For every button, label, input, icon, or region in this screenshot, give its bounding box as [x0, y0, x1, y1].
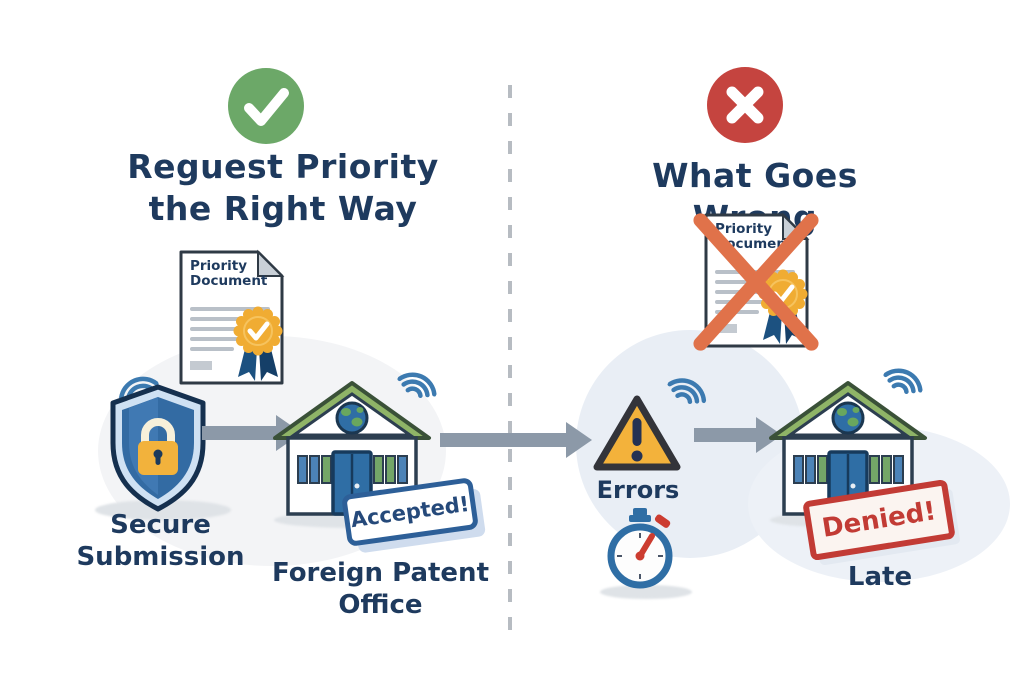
secure-shield-lock-icon	[110, 384, 206, 512]
left-title-line2: the Right Way	[148, 189, 418, 229]
left-title-line1: Reguest Priority	[127, 147, 439, 186]
left-title: Reguest Priority the Right Way	[118, 146, 448, 230]
priority-document-left: Priority Document	[178, 249, 285, 386]
stopwatch-shadow	[600, 585, 692, 599]
late-label: Late	[847, 562, 913, 592]
arrow-icon-center	[440, 422, 592, 458]
foreign-patent-office-label: Foreign Patent Office	[271, 558, 489, 620]
warning-triangle-icon	[593, 395, 681, 471]
arrow-icon-right	[694, 417, 782, 453]
secure-submission-label: Secure Submission	[76, 510, 245, 572]
document-title: Priority Document	[190, 258, 268, 290]
errors-label: Errors	[596, 476, 680, 504]
x-badge-icon	[707, 67, 783, 143]
check-badge-icon	[228, 68, 304, 144]
dashed-divider	[508, 85, 512, 630]
certificate-seal-icon	[226, 301, 290, 387]
shield-shadow	[95, 500, 231, 520]
stopwatch-icon	[607, 508, 673, 589]
